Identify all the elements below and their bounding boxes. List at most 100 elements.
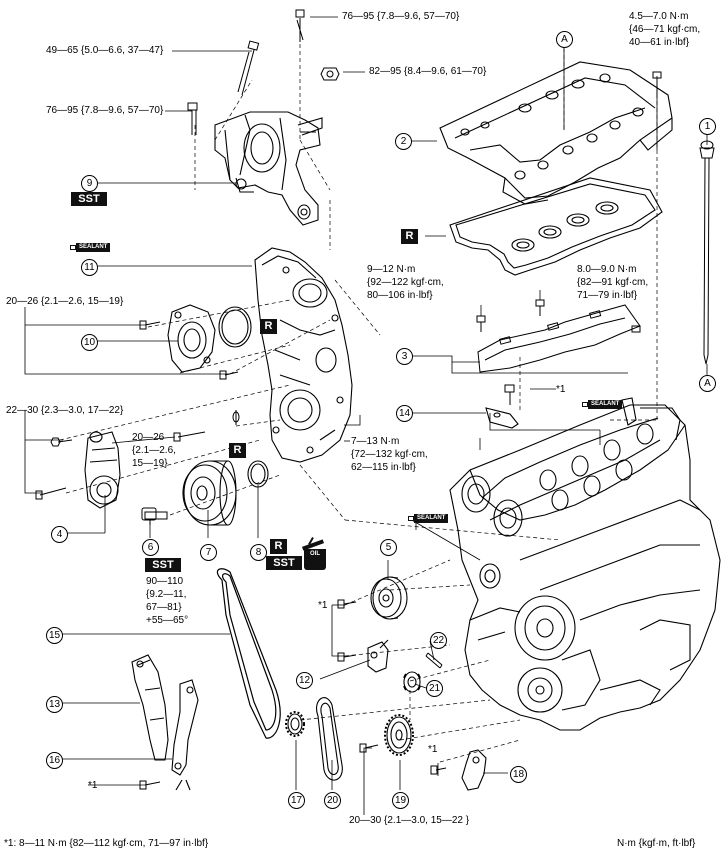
callout-2: 2 — [395, 133, 412, 150]
torque-label-cover-bolts-3: 62—115 in·lbf} — [351, 462, 416, 473]
oil-pump-chain-20 — [316, 697, 343, 781]
ref-mark-a-top: A — [556, 31, 573, 48]
tensioner-arm-13 — [131, 654, 169, 761]
leader-lines — [24, 16, 708, 815]
callout-13: 13 — [46, 696, 63, 713]
alignment-dashed-lines — [59, 30, 658, 763]
bolt-water-pump-b — [219, 370, 239, 380]
units-legend: N·m {kgf·m, ft·lbf} — [617, 838, 696, 849]
oil-label: OIL — [304, 549, 326, 559]
callout-17: 17 — [288, 792, 305, 809]
crankshaft-sprocket-21 — [403, 671, 421, 693]
callout-6: 6 — [142, 539, 159, 556]
torque-label-bracket-3: 71—79 in·lbf} — [577, 290, 638, 301]
torque-label-bracket-1: 8.0—9.0 N·m — [577, 264, 637, 275]
star-note-1: *1 — [556, 384, 566, 395]
alternator — [514, 595, 576, 661]
callout-12: 12 — [296, 672, 313, 689]
callout-14: 14 — [396, 405, 413, 422]
harness-bracket — [477, 304, 641, 373]
bolt-oil-pump — [359, 743, 379, 753]
callout-22: 22 — [430, 632, 447, 649]
torque-label-front-cover-3: 15—19} — [132, 458, 168, 469]
tensioner-arm-14 — [485, 407, 519, 429]
torque-label-nut: 82—95 {8.4—9.6, 61—70} — [369, 66, 487, 77]
torque-label-cover-bolts-1: 7—13 N·m — [351, 436, 400, 447]
torque-label-cover-line1: 4.5—7.0 N·m — [629, 11, 689, 22]
engine-mount-bracket — [214, 111, 323, 226]
bolt-long — [237, 40, 260, 96]
torque-label-crank-bolt-3: 67—81} — [146, 602, 182, 613]
cylinder-head-cover — [439, 61, 673, 205]
torque-label-crank-bolt-2: {9.2—11, — [146, 589, 187, 600]
chain-guide-16 — [171, 679, 199, 791]
torque-label-cover-line2: {46—71 kgf·cm, — [629, 24, 701, 35]
bolt-star1-top — [504, 384, 515, 405]
torque-label-water-pump: 20—26 {2.1—2.6, 15—19} — [6, 296, 124, 307]
torque-label-cover-line3: 40—61 in·lbf} — [629, 37, 690, 48]
nut-top — [320, 67, 340, 81]
callout-15: 15 — [46, 627, 63, 644]
torque-label-mount-bolt: 76—95 {7.8—9.6, 57—70} — [46, 105, 164, 116]
dowel-pin-22 — [425, 652, 443, 669]
bolt-left — [187, 102, 198, 135]
chain-tensioner-12 — [367, 639, 389, 673]
footnote: *1: 8—11 N·m {82—112 kgf·cm, 71—97 in·lb… — [4, 838, 209, 849]
torque-label-harness-3: 80—106 in·lbf} — [367, 290, 433, 301]
torque-label-front-cover-1: 20—26 — [132, 432, 165, 443]
auto-tensioner — [84, 431, 121, 509]
water-pump — [167, 304, 252, 373]
engine-assembly — [449, 397, 721, 731]
torque-label-tensioner: 22—30 {2.3—3.0, 17—22} — [6, 405, 124, 416]
torque-label-crank-bolt-4: +55—65° — [146, 615, 189, 626]
torque-label-oil-pump: 20—30 {2.1—3.0, 15—22 } — [349, 815, 470, 826]
idler-pulley-5 — [370, 576, 408, 620]
bolt-9-12 — [476, 315, 486, 332]
sst-badge-6: SST — [145, 558, 181, 572]
bolt-water-pump-a — [139, 320, 161, 330]
callout-1: 1 — [699, 118, 716, 135]
replace-badge-seal: R — [270, 539, 287, 554]
callout-3: 3 — [396, 348, 413, 365]
replace-badge-plug: R — [229, 443, 246, 458]
callout-18: 18 — [510, 766, 527, 783]
plug-front-cover — [232, 410, 240, 425]
bolt-valve-cover — [652, 71, 662, 98]
torque-label-long-bolt: 49—65 {5.0—6.6, 37—47} — [46, 45, 164, 56]
bolt-star1-b — [337, 652, 357, 662]
callout-19: 19 — [392, 792, 409, 809]
crankshaft-sprocket-17 — [285, 711, 305, 737]
oil-dipstick — [699, 140, 715, 365]
water-pump-gasket — [218, 306, 252, 348]
bolt-tensioner-a — [50, 437, 73, 447]
sst-badge-8: SST — [266, 556, 302, 570]
replace-badge-water-pump-gasket: R — [260, 319, 277, 334]
torque-label-front-cover-2: {2.1—2.6, — [132, 445, 176, 456]
callout-9: 9 — [81, 175, 98, 192]
timing-chain-cover — [254, 247, 353, 463]
bolt-top — [295, 9, 305, 42]
bolt-8-9 — [535, 299, 545, 316]
timing-chain — [216, 568, 281, 739]
bolt-crankshaft — [141, 507, 168, 525]
callout-20: 20 — [324, 792, 341, 809]
star-note-2: *1 — [318, 600, 328, 611]
star-note-4: *1 — [88, 780, 98, 791]
bolt-star1-c — [430, 765, 447, 775]
callout-16: 16 — [46, 752, 63, 769]
front-oil-seal — [247, 460, 269, 488]
sealant-badge-cover: SEALANT — [69, 243, 111, 252]
star-note-3: *1 — [428, 744, 438, 755]
replace-badge-gasket: R — [401, 229, 418, 244]
callout-11: 11 — [81, 259, 98, 276]
sst-badge-9: SST — [71, 192, 107, 206]
bolt-tensioner-b — [35, 487, 67, 500]
bolt-front-cover — [173, 431, 206, 442]
bolt-star1-a — [337, 599, 357, 609]
sealant-badge-block: SEALANT — [407, 514, 449, 523]
callout-4: 4 — [51, 526, 68, 543]
torque-label-crank-bolt-1: 90—110 — [146, 576, 184, 587]
ref-mark-a-bottom: A — [699, 375, 716, 392]
crankshaft-pulley — [182, 460, 237, 526]
